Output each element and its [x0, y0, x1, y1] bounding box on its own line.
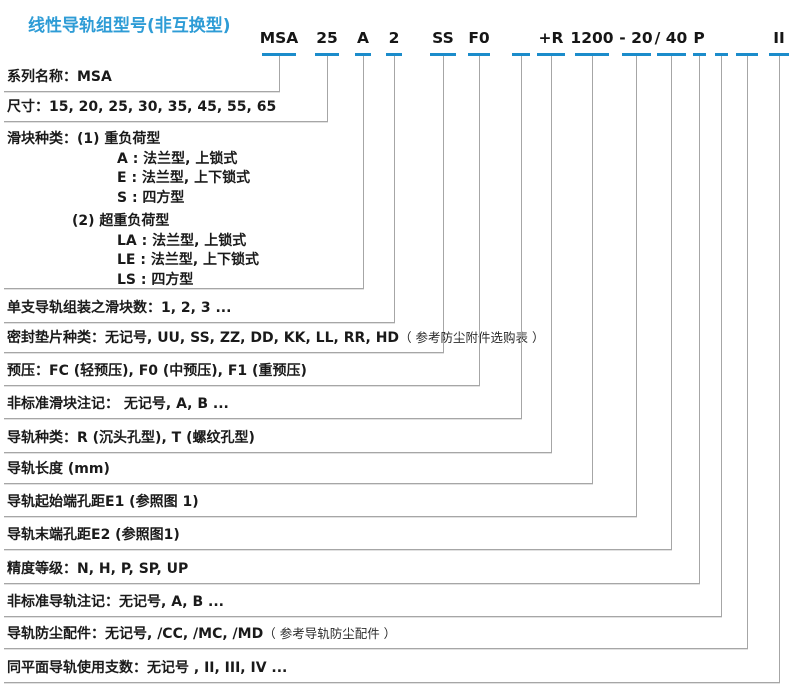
code-segment-underline	[512, 53, 530, 56]
row-connector-vline	[721, 56, 722, 617]
code-segment-underline	[468, 53, 490, 56]
row-label-text: 密封垫片种类：无记号, UU, SS, ZZ, DD, KK, LL, RR, …	[7, 330, 400, 346]
row-connector-vline	[779, 56, 780, 683]
row-label-text: 导轨起始端孔距E1 (参照图 1)	[7, 494, 199, 510]
row-label-text: 导轨种类：R (沉头孔型), T (螺纹孔型)	[7, 430, 255, 446]
row-connector-hline	[4, 91, 280, 92]
code-segment-label: +R	[538, 29, 564, 47]
code-segment-label: F0	[468, 29, 490, 47]
row-connector-vline	[521, 56, 522, 419]
row-connector-vline	[363, 56, 364, 289]
row-label-text: 非标准滑块注记： 无记号, A, B ...	[7, 396, 229, 412]
code-segment-label: SS	[432, 29, 454, 47]
row-connector-vline	[747, 56, 748, 649]
code-segment-underline	[430, 53, 456, 56]
row-label: 密封垫片种类：无记号, UU, SS, ZZ, DD, KK, LL, RR, …	[7, 329, 545, 347]
row-label: 精度等级：N, H, P, SP, UP	[7, 560, 188, 578]
page-title: 线性导轨组型号(非互换型)	[28, 16, 231, 36]
row-label: 导轨起始端孔距E1 (参照图 1)	[7, 493, 199, 511]
code-segment-underline	[262, 53, 296, 56]
code-segment-underline	[656, 53, 686, 56]
code-segment-underline	[315, 53, 339, 56]
code-segment-underline	[736, 53, 758, 56]
row-connector-hline	[4, 616, 722, 617]
row-connector-vline	[671, 56, 672, 550]
row-connector-hline	[4, 121, 328, 122]
code-segment-underline	[621, 53, 651, 56]
row-block-line: 滑块种类：(1) 重负荷型	[7, 131, 161, 147]
row-block-line: LA : 法兰型, 上锁式	[117, 233, 247, 249]
code-segment-label: 2	[388, 29, 400, 47]
row-block-line: A : 法兰型, 上锁式	[117, 151, 238, 167]
code-segment-underline	[575, 53, 609, 56]
row-connector-hline	[4, 288, 364, 289]
row-connector-hline	[4, 648, 748, 649]
row-connector-vline	[479, 56, 480, 386]
row-block-line: (2) 超重负荷型	[72, 213, 170, 229]
row-label: 同平面导轨使用支数：无记号 , II, III, IV ...	[7, 659, 287, 677]
row-label-text: 导轨防尘配件：无记号, /CC, /MC, /MD	[7, 626, 264, 642]
row-block-line: E : 法兰型, 上下锁式	[117, 170, 251, 186]
row-connector-hline	[4, 682, 780, 683]
row-connector-hline	[4, 385, 480, 386]
row-connector-vline	[394, 56, 395, 323]
row-label: 非标准导轨注记：无记号, A, B ...	[7, 593, 224, 611]
row-label-text: 导轨末端孔距E2 (参照图1)	[7, 527, 180, 543]
row-connector-vline	[279, 56, 280, 92]
row-label-text: 精度等级：N, H, P, SP, UP	[7, 561, 189, 577]
code-segment-label: A	[357, 29, 369, 47]
row-connector-hline	[4, 452, 552, 453]
row-label-text: 同平面导轨使用支数：无记号 , II, III, IV ...	[7, 660, 288, 676]
code-segment-underline	[769, 53, 789, 56]
row-connector-hline	[4, 516, 637, 517]
code-segment-label: / 40	[654, 29, 688, 47]
code-segment-label: 1200	[570, 29, 614, 47]
row-label: 导轨防尘配件：无记号, /CC, /MC, /MD（ 参考导轨防尘配件 ）	[7, 625, 396, 643]
row-connector-hline	[4, 483, 593, 484]
row-connector-hline	[4, 322, 395, 323]
code-segment-label: II	[773, 29, 785, 47]
row-label: 导轨末端孔距E2 (参照图1)	[7, 526, 180, 544]
row-label: 尺寸：15, 20, 25, 30, 35, 45, 55, 65	[7, 98, 276, 116]
row-connector-vline	[327, 56, 328, 122]
row-label-text: 尺寸：15, 20, 25, 30, 35, 45, 55, 65	[7, 99, 277, 115]
row-connector-hline	[4, 549, 672, 550]
row-connector-vline	[551, 56, 552, 453]
code-segment-underline	[692, 53, 706, 56]
row-label-text: 单支导轨组装之滑块数：1, 2, 3 ...	[7, 300, 232, 316]
row-label: 系列名称：MSA	[7, 68, 112, 86]
row-block-line: LE : 法兰型, 上下锁式	[117, 252, 260, 268]
row-connector-vline	[592, 56, 593, 484]
row-label: 导轨长度 (mm)	[7, 460, 110, 478]
row-label-text: 系列名称：MSA	[7, 69, 112, 85]
row-label: 导轨种类：R (沉头孔型), T (螺纹孔型)	[7, 429, 255, 447]
row-connector-hline	[4, 352, 444, 353]
row-label: 非标准滑块注记： 无记号, A, B ...	[7, 395, 229, 413]
code-segment-label: - 20	[619, 29, 653, 47]
code-segment-underline	[537, 53, 565, 56]
row-block-line: LS : 四方型	[117, 272, 194, 288]
code-segment-label: MSA	[259, 29, 299, 47]
row-connector-hline	[4, 583, 700, 584]
code-segment-underline	[714, 53, 728, 56]
code-segment-underline	[386, 53, 402, 56]
row-connector-vline	[699, 56, 700, 584]
row-connector-hline	[4, 418, 522, 419]
row-block-line: S : 四方型	[117, 190, 185, 206]
row-label-text: 预压：FC (轻预压), F0 (中预压), F1 (重预压)	[7, 363, 307, 379]
row-label: 预压：FC (轻预压), F0 (中预压), F1 (重预压)	[7, 362, 307, 380]
row-label: 单支导轨组装之滑块数：1, 2, 3 ...	[7, 299, 231, 317]
row-label-text: 非标准导轨注记：无记号, A, B ...	[7, 594, 224, 610]
row-label-text: 导轨长度 (mm)	[7, 461, 110, 477]
code-segment-label: P	[693, 29, 705, 47]
row-connector-vline	[636, 56, 637, 517]
row-connector-vline	[443, 56, 444, 353]
code-segment-label: 25	[316, 29, 338, 47]
code-segment-underline	[355, 53, 371, 56]
row-label-note: （ 参考导轨防尘配件 ）	[263, 626, 397, 641]
row-label-note: （ 参考防尘附件选购表 ）	[399, 330, 545, 345]
